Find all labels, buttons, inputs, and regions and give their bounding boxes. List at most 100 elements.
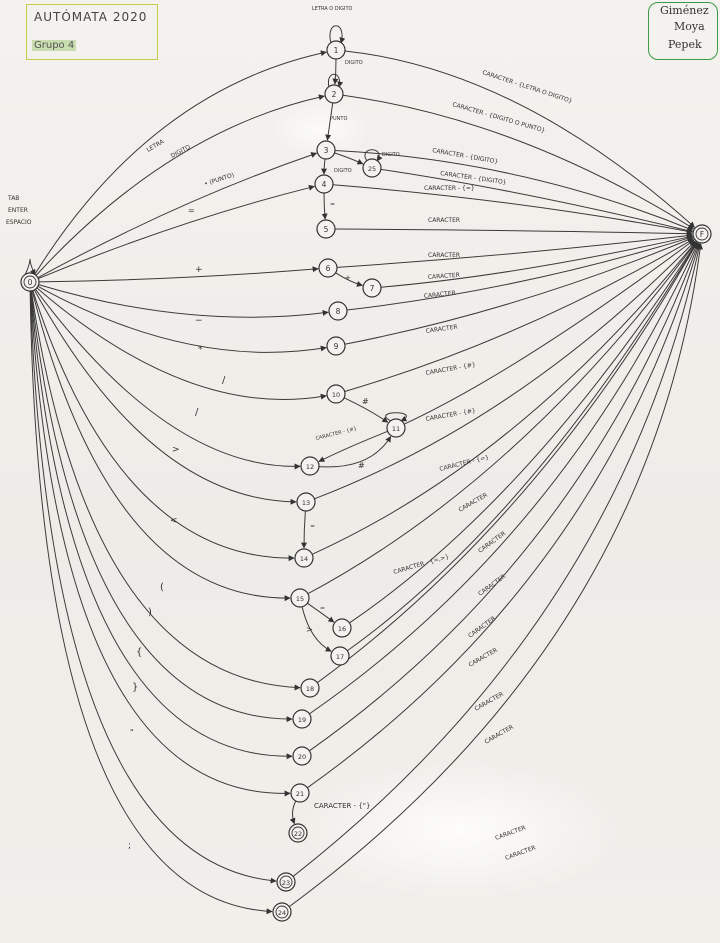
- transition-label: ": [130, 728, 134, 737]
- state-node: 25: [362, 158, 382, 178]
- edge-0-10: [36, 287, 327, 401]
- state-node: 23: [276, 872, 296, 892]
- final-transition-label: CARACTER: [484, 724, 515, 746]
- edge-0-9: [37, 285, 327, 353]
- state-label: 11: [392, 425, 400, 433]
- state-node: 19: [292, 709, 312, 729]
- edge-10-11: [343, 397, 389, 423]
- loop-25: [364, 149, 383, 162]
- group-label: Grupo 4: [32, 40, 77, 51]
- edge-15-17: [301, 606, 332, 652]
- transition-label: =: [310, 523, 315, 530]
- edge-0-6: [38, 266, 319, 283]
- transition-label: (: [160, 582, 164, 593]
- state-node: 17: [330, 646, 350, 666]
- final-state: F: [692, 224, 712, 244]
- edge-15-16: [307, 602, 335, 623]
- transition-label: LETRA O DIGITO: [312, 6, 353, 12]
- edge-0-23: [29, 290, 277, 884]
- edge-4-F: [332, 184, 693, 235]
- edge-0-3: [37, 152, 318, 279]
- state-node: 10: [326, 384, 346, 404]
- transition-edges: [24, 25, 704, 915]
- edge-0-14: [32, 290, 295, 562]
- state-node: 9: [326, 336, 346, 356]
- state-label: F: [700, 230, 704, 239]
- edge-1-F: [344, 50, 696, 228]
- author-name: Pepek: [668, 38, 702, 51]
- edge-17-F: [347, 242, 698, 652]
- edge-0-2: [35, 94, 325, 276]
- state-node: 21: [290, 783, 310, 803]
- state-label: 10: [332, 391, 340, 399]
- state-label: 6: [326, 264, 331, 273]
- state-node: 8: [328, 301, 348, 321]
- state-node: 7: [362, 278, 382, 298]
- state-label: 22: [294, 830, 302, 838]
- transition-label: CARACTER - {"}: [314, 802, 370, 810]
- final-transition-label: CARACTER - {LETRA O DIGITO}: [481, 69, 573, 105]
- state-label: 23: [282, 879, 290, 887]
- state-node: 16: [332, 618, 352, 638]
- final-transition-label: CARACTER - {=}: [439, 454, 490, 473]
- transition-label: ;: [128, 841, 131, 851]
- edge-2-3: [325, 102, 334, 141]
- transition-label: /: [222, 375, 226, 386]
- edge-16-F: [349, 241, 697, 624]
- edge-6-7: [335, 272, 363, 287]
- edge-0-20: [30, 290, 293, 760]
- state-node: 22: [288, 823, 308, 843]
- transition-label: +: [195, 265, 203, 275]
- final-transition-label: CARACTER - {DIGITO}: [440, 170, 507, 186]
- edge-0-21: [30, 290, 291, 797]
- transition-label: DIGITO: [382, 152, 400, 158]
- transition-label: *: [198, 345, 203, 355]
- state-label: 18: [306, 685, 314, 693]
- state-label: 0: [28, 278, 33, 287]
- paper-glare: [300, 760, 620, 900]
- transition-label: {: [136, 647, 142, 658]
- author-name: Moya: [674, 20, 705, 33]
- state-node: 4: [314, 174, 334, 194]
- state-label: 17: [336, 653, 344, 661]
- state-label: 16: [338, 625, 346, 633]
- state-label: 8: [336, 307, 341, 316]
- final-transition-label: CARACTER: [428, 217, 460, 224]
- final-transition-label: CARACTER: [423, 290, 456, 300]
- edge-18-F: [316, 242, 698, 684]
- edge-0-13: [33, 289, 297, 505]
- transition-label: PUNTO: [330, 116, 347, 122]
- title-box: [26, 4, 158, 60]
- state-label: 9: [334, 342, 339, 351]
- state-label: 21: [296, 790, 304, 798]
- edge-11-12: [318, 430, 388, 462]
- edge-0-18: [30, 290, 301, 691]
- transition-label: DIGITO: [170, 144, 192, 160]
- state-label: 20: [298, 753, 306, 761]
- final-transition-label: CARACTER: [428, 252, 460, 259]
- transition-label: =: [188, 206, 195, 215]
- author-name: Giménez: [660, 4, 709, 17]
- state-node: 3: [316, 140, 336, 160]
- edge-21-F: [307, 243, 701, 789]
- edge-0-8: [38, 284, 329, 318]
- state-node: 6: [318, 258, 338, 278]
- final-transition-label: CARACTER: [425, 324, 458, 335]
- transition-label: −: [195, 316, 203, 326]
- transition-label: DIGITO: [345, 60, 363, 66]
- edge-19-F: [309, 242, 699, 715]
- edge-2-F: [342, 94, 695, 230]
- state-node: 24: [272, 902, 292, 922]
- authors-box: [648, 2, 718, 60]
- edge-0-1: [34, 50, 327, 275]
- state-nodes: 1234567891011121314151617181920212223242…: [20, 40, 712, 922]
- edge-13-14: [301, 510, 308, 549]
- edge-10-F: [344, 238, 694, 392]
- loop-label: ENTER: [8, 207, 28, 214]
- state-label: 14: [300, 555, 308, 563]
- state-node: 20: [292, 746, 312, 766]
- transition-label: +: [345, 274, 351, 282]
- state-label: 1: [334, 46, 339, 55]
- loop-label: ESPACIO: [6, 219, 32, 226]
